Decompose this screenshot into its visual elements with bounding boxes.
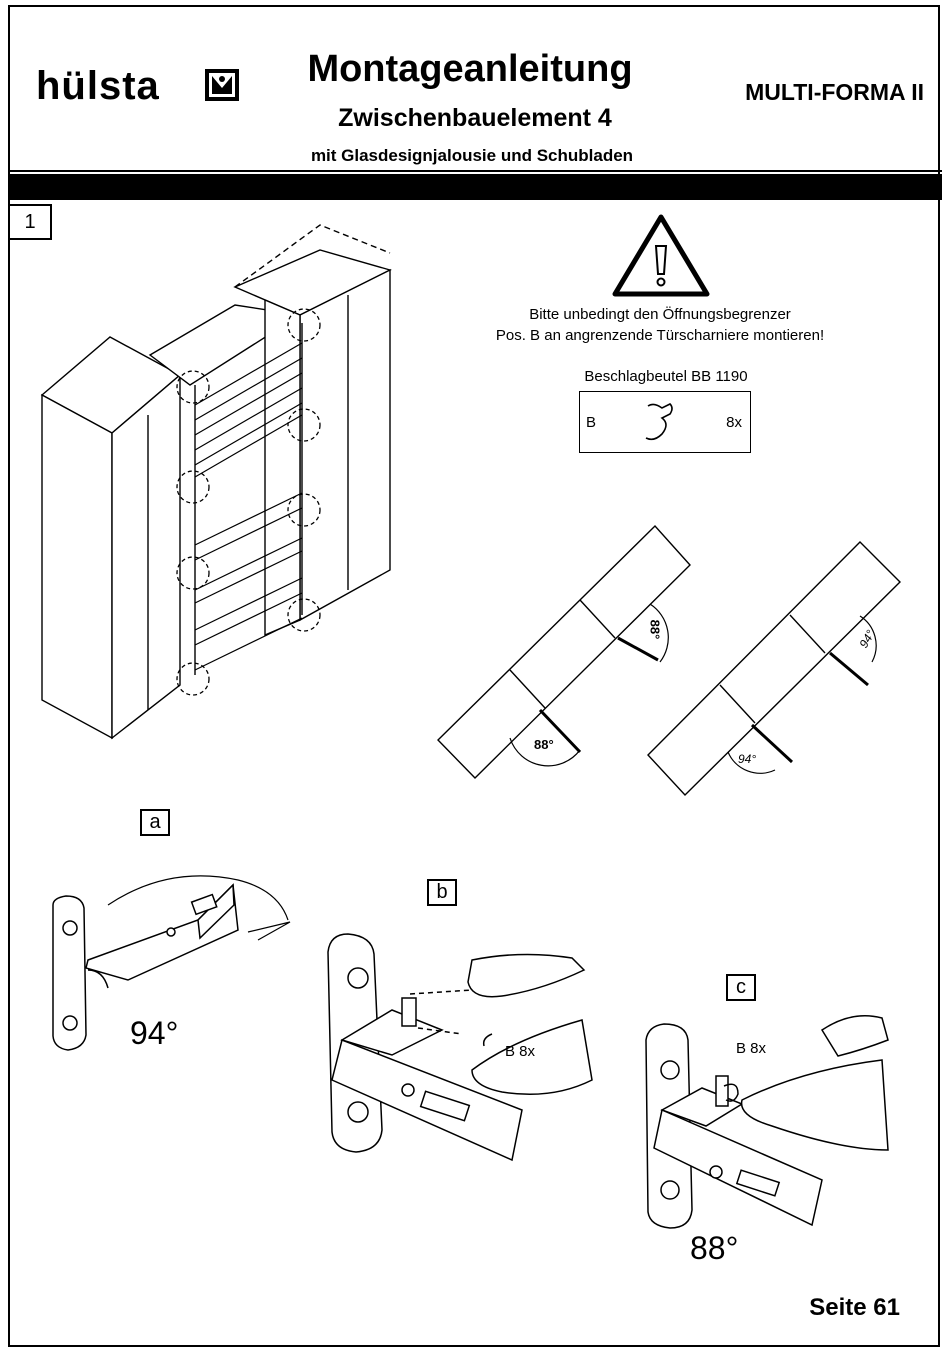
warning-line-1: Bitte unbedingt den Öffnungsbegrenzer [430, 304, 890, 325]
document-subtitle: Zwischenbauelement 4 [0, 104, 950, 133]
left-angle-door: 88° [534, 737, 554, 752]
angle-c: 88° [690, 1230, 738, 1267]
warning-text: Bitte unbedingt den Öffnungsbegrenzer Po… [430, 304, 890, 346]
fitting-position: B [586, 414, 596, 431]
hook-clip-icon [640, 400, 680, 446]
model-name: MULTI-FORMA II [745, 79, 924, 106]
substep-a-label: a [140, 809, 170, 836]
page-number: Seite 61 [809, 1294, 900, 1322]
left-angle-side: 88° [647, 620, 662, 640]
header-divider [8, 170, 942, 172]
substep-c-label: c [726, 974, 756, 1001]
header-black-bar [8, 174, 942, 200]
cabinet-illustration [30, 215, 410, 755]
hinge-c-illustration [642, 1000, 892, 1230]
fitting-quantity: 8x [726, 414, 742, 431]
fitting-bag-box: B 8x [579, 391, 751, 453]
fitting-bag-title: Beschlagbeutel BB 1190 [548, 368, 784, 385]
substep-b-label: b [427, 879, 457, 906]
hinge-b-illustration [322, 930, 592, 1160]
door-angle-diagrams [430, 520, 900, 790]
part-c-label: B 8x [736, 1040, 766, 1057]
document-description: mit Glasdesignjalousie und Schubladen [0, 146, 947, 166]
angle-a: 94° [130, 1015, 178, 1052]
warning-triangle-icon [612, 214, 710, 298]
warning-line-2: Pos. B an angrenzende Türscharniere mont… [430, 325, 890, 346]
part-b-label: B 8x [505, 1043, 535, 1060]
right-angle-door: 94° [738, 752, 756, 766]
